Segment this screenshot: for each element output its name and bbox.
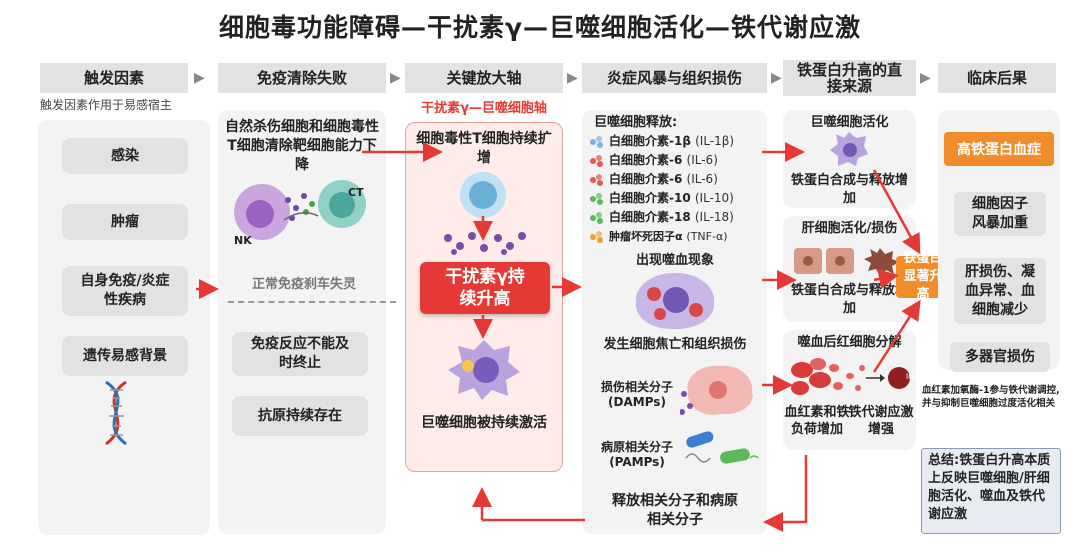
damps-text: 损伤相关分子(DAMPs): [600, 380, 673, 409]
rbc-icon: [791, 358, 910, 395]
dna-icon: [105, 380, 127, 446]
tcell-expansion-text: 细胞毒性T细胞持续扩增: [416, 131, 552, 166]
trigger-infection: 感染: [62, 138, 188, 174]
separator-line: [228, 301, 396, 303]
t-cell-icon: [460, 172, 506, 218]
cytokine-dot-icon: [590, 135, 604, 148]
liver-cell-icon: [794, 248, 900, 276]
ifn-axis-label: 干扰素γ—巨噬细胞轴: [421, 101, 547, 116]
header-amplification-axis: 关键放大轴: [405, 63, 563, 93]
header-trigger: 触发因素: [40, 63, 188, 93]
cytokine-item: 白细胞介素-18 (IL-18): [590, 208, 766, 227]
ho1-note: 血红素加氧酶-1参与铁代谢调控,并与抑制巨噬细胞过度活化相关: [922, 385, 1060, 409]
bacteria-icon: [685, 431, 759, 464]
cytokine-item: 肿瘤坏死因子α (TNF-α): [590, 227, 766, 246]
header-arrow-icon: ▶: [390, 70, 401, 86]
header-ferritin-source: 铁蛋白升高的直接来源: [783, 60, 916, 96]
cytokine-dot-icon: [590, 154, 604, 167]
nk-ctl-decline-text: 自然杀伤细胞和细胞毒性T细胞清除靶细胞能力下降: [225, 119, 379, 173]
trigger-subtitle: 触发因素作用于易感宿主: [40, 98, 173, 112]
arrow-icon: [763, 455, 808, 532]
iron-stress-text: 铁代谢应激增强: [848, 405, 914, 437]
iron-label: Iro: [905, 372, 917, 381]
pamps-text: 病原相关分子(PAMPs): [600, 440, 673, 469]
header-inflammation-storm: 炎症风暴与组织损伤: [582, 63, 767, 93]
cytokine-dot-icon: [590, 211, 604, 224]
header-arrow-icon: ▶: [920, 70, 931, 86]
damaged-cell-icon: [680, 365, 753, 415]
activated-macrophage-icon: [830, 132, 868, 166]
header-immune-failure: 免疫清除失败: [218, 63, 386, 93]
nk-tcell-illustration: [234, 180, 366, 240]
macrophage-icon: [448, 340, 520, 400]
cytokine-dot-icon: [590, 173, 604, 186]
organ-damage-box: 肝损伤、凝血异常、血细胞减少: [954, 258, 1046, 324]
trigger-genetic: 遗传易感背景: [62, 336, 188, 376]
hyperferritinemia-box: 高铁蛋白血症: [944, 132, 1054, 166]
cytokine-item: 白细胞介素-6 (IL-6): [590, 151, 766, 170]
liver-activation-label: 肝细胞活化/损伤: [801, 221, 898, 236]
cytokine-item: 白细胞介素-10 (IL-10): [590, 189, 766, 208]
header-clinical-outcome: 临床后果: [938, 63, 1056, 93]
ifn-gamma-elevated-box: 干扰素γ持续升高: [420, 262, 550, 314]
hemophagocytosis-text: 出现噬血现象: [635, 253, 714, 268]
header-arrow-icon: ▶: [194, 70, 205, 86]
ct-label: CT: [348, 186, 364, 199]
trigger-panel: [38, 120, 210, 535]
macrophage-activation-label: 巨噬细胞活化: [810, 115, 889, 130]
ifn-molecules-icon: [444, 232, 526, 255]
release-title: 巨噬细胞释放:: [594, 115, 678, 130]
antigen-persists: 抗原持续存在: [232, 396, 368, 436]
cytokine-item: 白细胞介素-1β (IL-1β): [590, 132, 766, 151]
release-molecules-text: 释放相关分子和病原相关分子: [612, 493, 738, 528]
hemophagocytosis-icon: [635, 272, 715, 330]
macrophage-activated-text: 巨噬细胞被持续激活: [421, 415, 547, 431]
immune-failure-panel: [218, 110, 386, 534]
ferritin-synthesis-text-1: 铁蛋白合成与释放增加: [790, 173, 908, 206]
rbc-breakdown-label: 噬血后红细胞分解: [797, 335, 902, 350]
summary-box: 总结:铁蛋白升高本质上反映巨噬细胞/肝细胞活化、噬血及铁代谢应激: [921, 448, 1061, 534]
pyroptosis-text: 发生细胞焦亡和组织损伤: [603, 337, 747, 352]
nk-label: NK: [234, 234, 252, 247]
ferritin-synthesis-text-2: 铁蛋白合成与释放增加: [790, 283, 908, 316]
immune-not-terminated: 免疫反应不能及时终止: [232, 332, 368, 376]
cytokine-item: 白细胞介素-6 (IL-6): [590, 170, 766, 189]
heme-iron-load-text: 血红素和铁负荷增加: [784, 405, 850, 437]
immune-brake-failure: 正常免疫刹车失灵: [251, 277, 356, 292]
multi-organ-box: 多器官损伤: [950, 342, 1050, 372]
trigger-autoimmune: 自身免疫/炎症性疾病: [62, 266, 188, 316]
diagram-title: 细胞毒功能障碍—干扰素γ—巨噬细胞活化—铁代谢应激: [218, 13, 862, 42]
cytokine-list: 白细胞介素-1β (IL-1β) 白细胞介素-6 (IL-6) 白细胞介素-6 …: [590, 132, 766, 246]
header-arrow-icon: ▶: [771, 70, 782, 86]
cytokine-dot-icon: [590, 231, 604, 243]
trigger-tumor: 肿瘤: [62, 204, 188, 240]
cytokine-dot-icon: [590, 192, 604, 205]
header-arrow-icon: ▶: [567, 70, 578, 86]
cytokine-storm-box: 细胞因子风暴加重: [954, 192, 1046, 236]
